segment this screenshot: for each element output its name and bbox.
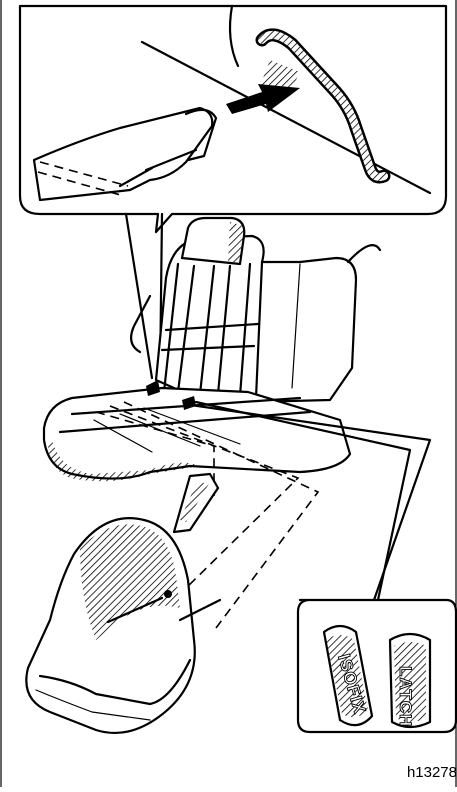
latch-label: LATCH bbox=[396, 666, 415, 727]
child-seat-icon bbox=[26, 474, 220, 733]
callout-line bbox=[126, 214, 152, 378]
latch-tag: LATCH bbox=[390, 634, 430, 727]
rear-seat-icon bbox=[44, 218, 380, 481]
anchor-label-inset: ISOFIX LATCH bbox=[298, 600, 456, 732]
top-detail-inset bbox=[20, 6, 446, 232]
figure-code: h13278 bbox=[407, 764, 457, 781]
